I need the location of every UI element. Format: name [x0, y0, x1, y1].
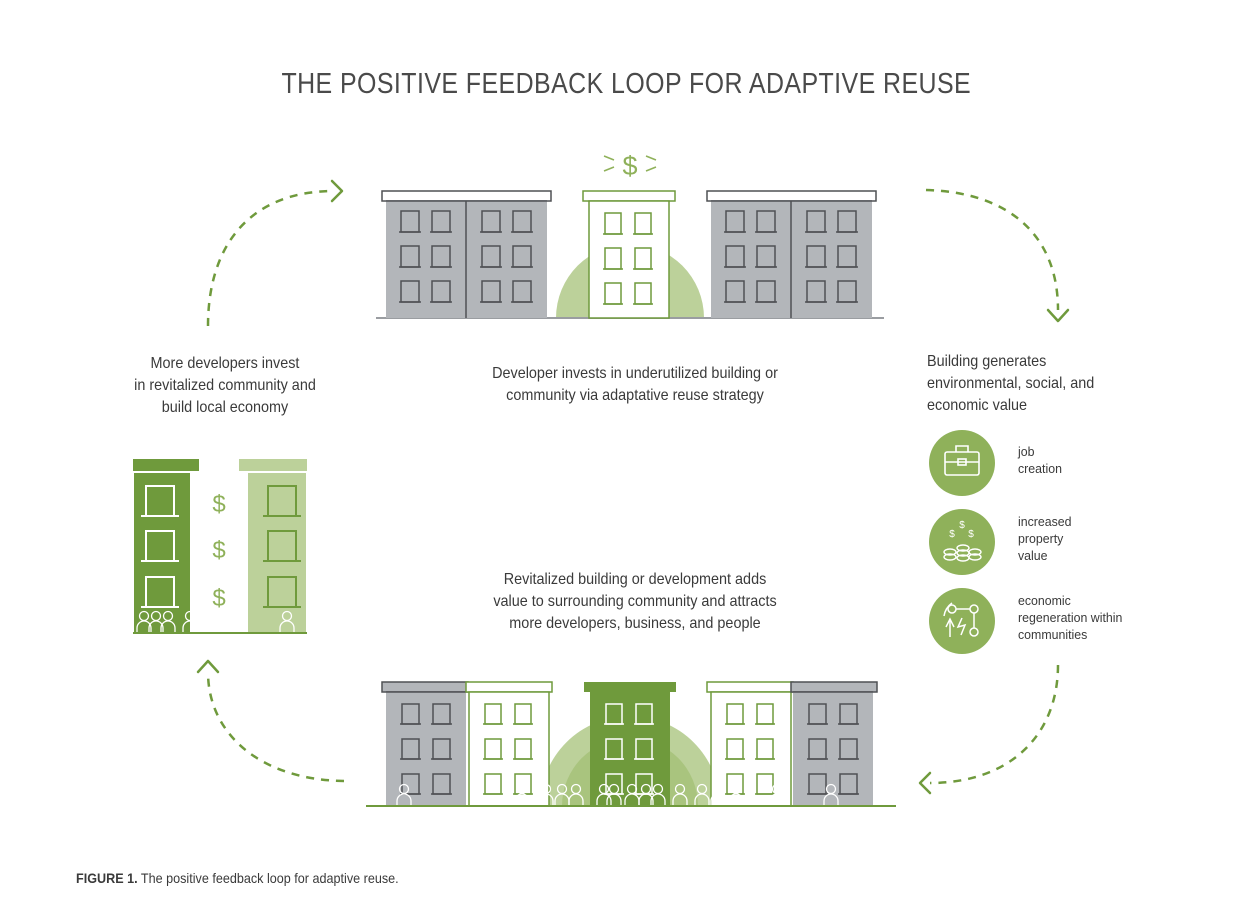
target-building: [582, 190, 676, 319]
arrowhead-down-icon: [1046, 308, 1070, 323]
benefit-line: economic: [1018, 593, 1071, 608]
left-dollar-3: $: [212, 585, 225, 612]
figure-caption-text: The positive feedback loop for adaptive …: [137, 870, 399, 886]
top-scene: $: [376, 151, 884, 319]
benefit-economic-regeneration: economic regeneration within communities: [1018, 592, 1122, 643]
arrowhead-right-icon: [330, 179, 344, 203]
person-icon-body: [182, 620, 198, 632]
person-icon-body: [596, 793, 612, 805]
figure-caption-label: FIGURE 1.: [76, 870, 138, 886]
person-icon-body: [694, 793, 710, 805]
benefit-line: creation: [1018, 461, 1062, 476]
stage-bottom-caption: Revitalized building or development adds…: [469, 569, 802, 635]
person-icon-body: [136, 620, 152, 632]
benefit-line: job: [1018, 444, 1035, 459]
benefit-line: regeneration within: [1018, 610, 1123, 625]
person-icon-body: [396, 793, 412, 805]
bottom-gray-left: [381, 681, 469, 806]
person-icon-body: [160, 620, 176, 632]
person-icon-body: [514, 793, 530, 805]
left-light-building: [248, 473, 306, 633]
stage-left-line: in revitalized community and: [134, 377, 316, 394]
benefit-property-value: increased property value: [1018, 513, 1072, 564]
benefit-icons: $ $ $: [929, 430, 995, 654]
bottom-white-left: [465, 681, 553, 807]
left-dollar-1: $: [212, 491, 225, 518]
left-light-roof: [239, 459, 307, 471]
coins-dollar-b: $: [959, 520, 965, 531]
coins-dollar-c: $: [968, 529, 974, 540]
figure-caption: FIGURE 1. The positive feedback loop for…: [76, 870, 399, 886]
person-icon-body: [606, 793, 622, 805]
dollar-sparkle-icon: [603, 155, 657, 172]
left-windows: [141, 485, 301, 608]
person-icon-body: [650, 793, 666, 805]
stage-left-line: build local economy: [161, 399, 289, 416]
bottom-green-center: [584, 682, 676, 806]
bottom-people: [396, 783, 839, 805]
benefit-line: increased: [1018, 514, 1072, 529]
benefit-line: value: [1018, 548, 1048, 563]
person-icon-body: [672, 793, 688, 805]
person-icon-body: [148, 620, 164, 632]
network-circle: [929, 588, 995, 654]
stage-bottom-line: more developers, business, and people: [509, 615, 761, 632]
diagram-title: THE POSITIVE FEEDBACK LOOP FOR ADAPTIVE …: [281, 68, 972, 100]
loop-arrows: [206, 188, 1060, 785]
briefcase-circle: [929, 430, 995, 496]
stage-left-line: More developers invest: [150, 355, 300, 372]
person-icon-body: [279, 620, 295, 632]
left-scene: $ $ $: [133, 459, 307, 634]
bottom-scene: [366, 681, 896, 807]
benefit-line: property: [1018, 531, 1064, 546]
arrowhead-up-icon: [196, 659, 220, 674]
person-icon-body: [538, 793, 554, 805]
person-icon-body: [728, 793, 744, 805]
coins-circle: [929, 509, 995, 575]
arrowhead-left-icon: [918, 771, 932, 795]
left-people: [136, 610, 295, 632]
benefit-line: communities: [1018, 627, 1088, 642]
left-green-roof: [133, 459, 199, 471]
briefcase-icon: [944, 445, 980, 476]
stage-right-line: Building generates: [927, 353, 1047, 370]
person-icon-body: [769, 793, 785, 805]
arrowheads: [196, 179, 1070, 795]
coins-dollar-a: $: [949, 529, 955, 540]
stage-left-caption: More developers invest in revitalized co…: [113, 353, 338, 419]
stage-top-caption: Developer invests in underutilized build…: [478, 363, 793, 407]
arrow-right-bottom: [929, 664, 1060, 785]
arrow-left-bottom: [206, 671, 345, 783]
person-icon-body: [568, 793, 584, 805]
arrow-right-top: [925, 188, 1060, 311]
stage-top-line: community via adaptative reuse strategy: [506, 387, 764, 404]
stage-top-line: Developer invests in underutilized build…: [492, 365, 778, 382]
top-windows: [399, 210, 858, 305]
left-dollar-2: $: [212, 537, 225, 564]
person-icon-body: [638, 793, 654, 805]
stage-right-line: economic value: [927, 397, 1028, 414]
network-icon: [943, 602, 979, 637]
bottom-white-right: [706, 681, 794, 807]
gray-building-right: [706, 190, 877, 318]
benefit-job-creation: job creation: [1018, 443, 1062, 477]
stage-right-caption: Building generates environmental, social…: [927, 351, 1161, 417]
gray-building-left: [381, 190, 552, 318]
bottom-gray-right: [790, 681, 878, 806]
person-icon-body: [710, 793, 726, 805]
stage-bottom-line: value to surrounding community and attra…: [493, 593, 777, 610]
left-green-building: [134, 473, 190, 633]
coins-icon: [943, 544, 982, 562]
dollar-sparkle-symbol: $: [622, 151, 637, 181]
stage-bottom-line: Revitalized building or development adds: [503, 571, 767, 588]
stage-right-line: environmental, social, and: [927, 375, 1095, 392]
arrow-left-top: [206, 189, 333, 327]
person-icon-body: [823, 793, 839, 805]
